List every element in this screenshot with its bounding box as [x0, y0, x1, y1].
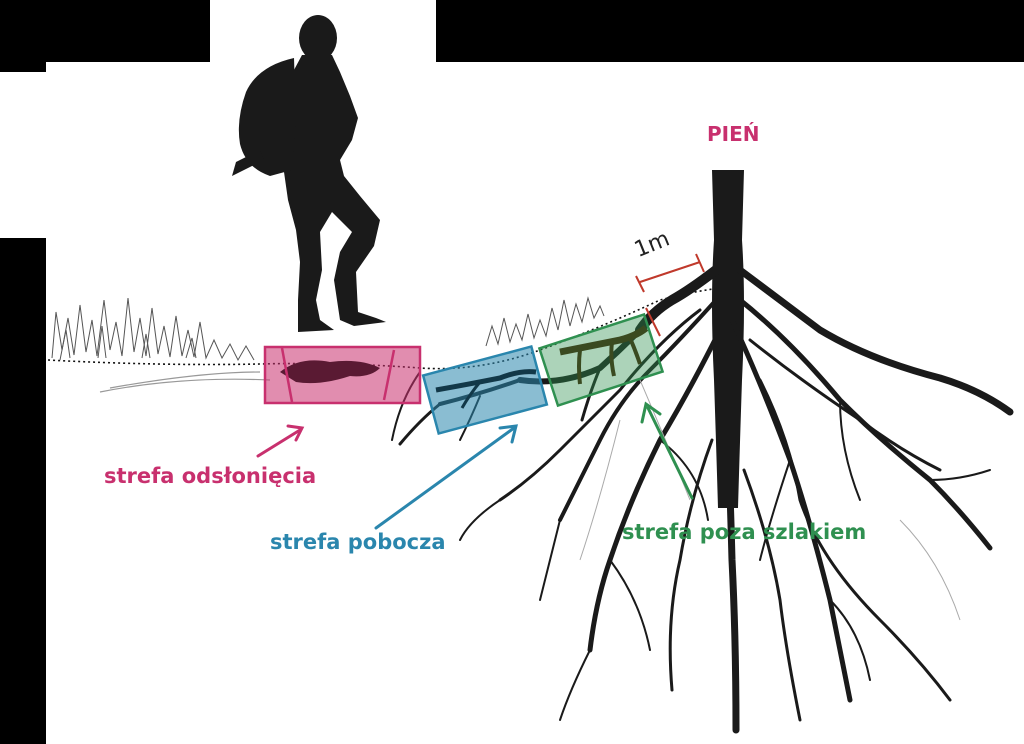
tree-roots [391, 170, 1014, 734]
zone-roadside-box [421, 344, 549, 436]
zone-roadside-label: strefa pobocza [270, 530, 446, 554]
zone-offtrail-box [537, 312, 665, 408]
arrow-offtrail [640, 401, 694, 500]
arrow-exposure [256, 424, 305, 458]
arrow-roadside [374, 424, 518, 530]
ground-shadow-lines [99, 371, 271, 393]
tree-trunk [712, 170, 744, 508]
zone-exposure-label: strefa odsłonięcia [104, 464, 317, 488]
scale-marker [635, 253, 705, 337]
trunk-label: PIEŃ [707, 122, 760, 146]
hiker-silhouette [232, 15, 386, 332]
grass-tufts [51, 296, 605, 362]
zone-exposure-box [263, 345, 422, 405]
zone-offtrail-label: strefa poza szlakiem [622, 520, 867, 544]
